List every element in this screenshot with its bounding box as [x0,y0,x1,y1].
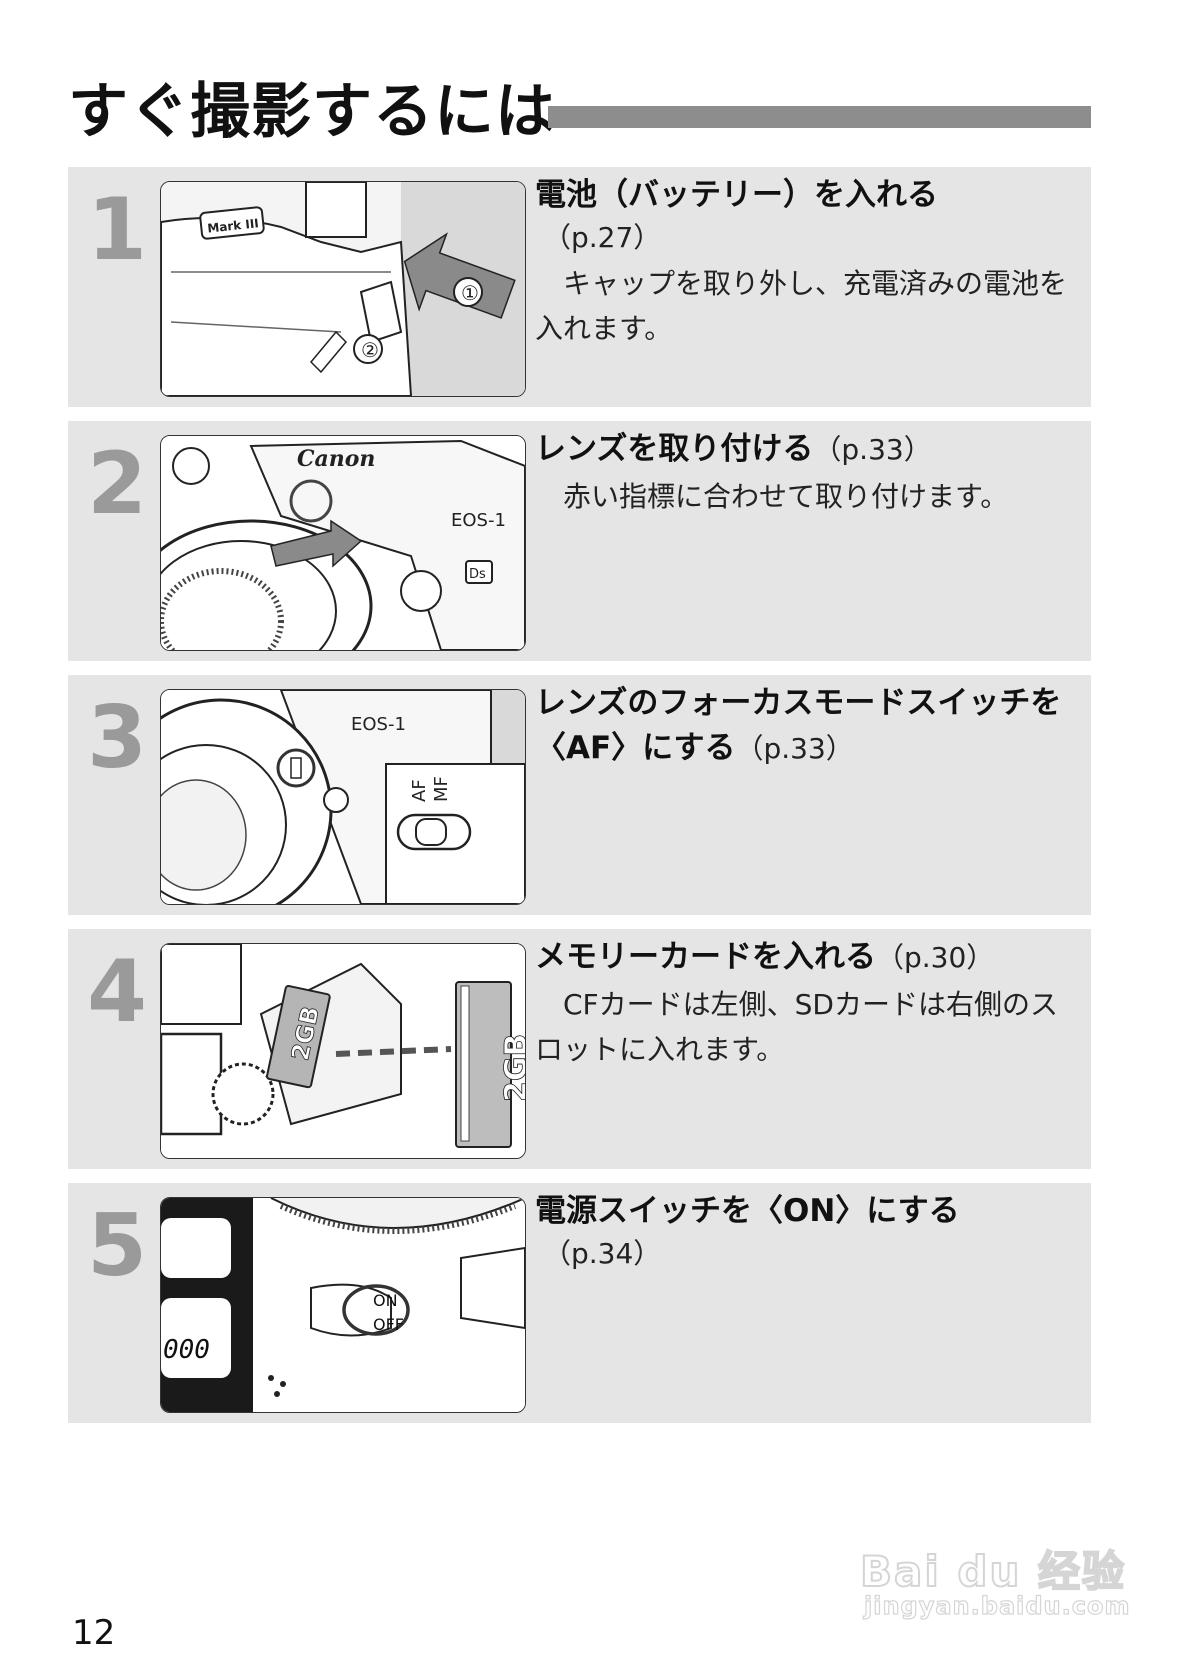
battery-insert-illustration: Mark III ① ② [160,181,526,397]
focus-mode-switch-illustration: EOS-1 AF MF [160,689,526,905]
page-reference: （p.34） [543,1236,662,1270]
step-description: キャップを取り外し、充電済みの電池を入れます。 [535,266,1068,345]
page-number: 12 [72,1613,116,1653]
eos-1-label: EOS-1 [451,510,506,531]
step-4-text: メモリーカードを入れる（p.30） CFカードは左側、SDカードは右側のスロット… [535,935,1085,1073]
step-heading-text: レンズを取り付ける [535,431,814,467]
step-heading: レンズを取り付ける（p.33） [535,427,1085,472]
canon-logo-label: Canon [297,446,375,472]
step-heading: メモリーカードを入れる（p.30） [535,935,1085,980]
step-heading: 電源スイッチを〈ON〉にする [535,1193,960,1229]
step-5: 5 000 ON OFF 電源スイッチを〈ON〉にする （p.34） [68,1183,1091,1423]
step-heading-text: レンズのフォーカスモードスイッチを〈AF〉にする [535,685,1062,766]
page-reference: （p.27） [543,220,662,254]
step-2: 2 Canon EOS-1 Ds レンズを取り付ける（p.33） 赤い指標に合わ… [68,421,1091,661]
lens-attach-illustration: Canon EOS-1 Ds [160,435,526,651]
callout-1: ① [461,281,479,305]
callout-2: ② [361,338,379,362]
page-reference: （p.33） [735,731,854,765]
lcd-readout: 000 [163,1335,210,1365]
power-switch-illustration: 000 ON OFF [160,1197,526,1413]
off-label: OFF [373,1315,404,1334]
mf-label: MF [431,776,452,802]
step-heading: 電池（バッテリー）を入れる [535,177,938,213]
watermark-brand: Bai du 经验 [859,1546,1126,1597]
page-reference: （p.33） [813,433,932,466]
step-1-text: 電池（バッテリー）を入れる （p.27） キャップを取り外し、充電済みの電池を入… [535,173,1085,351]
step-5-text: 電源スイッチを〈ON〉にする （p.34） [535,1189,1085,1275]
eos-1-label: EOS-1 [351,714,406,735]
step-4: 4 2GB 2GB メモリーカードを入れる（p.30） CFカードは左側、SDカ… [68,929,1091,1169]
step-description: 赤い指標に合わせて取り付けます。 [563,479,1009,513]
step-1: 1 Mark III ① ② 電池（バッテリー）を入れる （p.27） キャップ… [68,167,1091,407]
on-label: ON [373,1291,398,1310]
page-title: すぐ撮影するには [68,77,556,147]
step-number: 3 [87,688,147,788]
ds-badge-label: Ds [469,567,486,582]
step-number: 5 [87,1196,147,1296]
step-3: 3 EOS-1 AF MF レンズのフォーカスモードスイッチを〈AF〉にする（p… [68,675,1091,915]
title-rule [548,106,1091,128]
step-heading: レンズのフォーカスモードスイッチを〈AF〉にする（p.33） [535,681,1085,771]
step-2-text: レンズを取り付ける（p.33） 赤い指標に合わせて取り付けます。 [535,427,1085,519]
step-3-text: レンズのフォーカスモードスイッチを〈AF〉にする（p.33） [535,681,1085,771]
step-number: 2 [87,434,147,534]
af-label: AF [409,779,430,802]
sd-card-label: 2GB [499,1034,525,1102]
watermark-url: jingyan.baidu.com [863,1591,1131,1620]
mark-iii-label: Mark III [207,216,260,235]
baidu-jingyan-watermark: Bai du 经验 jingyan.baidu.com [859,1520,1140,1640]
step-heading-text: メモリーカードを入れる [535,939,876,975]
step-number: 4 [87,942,147,1042]
memory-card-illustration: 2GB 2GB [160,943,526,1159]
mark-iii-badge: Mark III [199,206,265,240]
page-reference: （p.30） [876,941,995,974]
step-description: CFカードは左側、SDカードは右側のスロットに入れます。 [535,987,1058,1067]
step-number: 1 [87,180,147,280]
